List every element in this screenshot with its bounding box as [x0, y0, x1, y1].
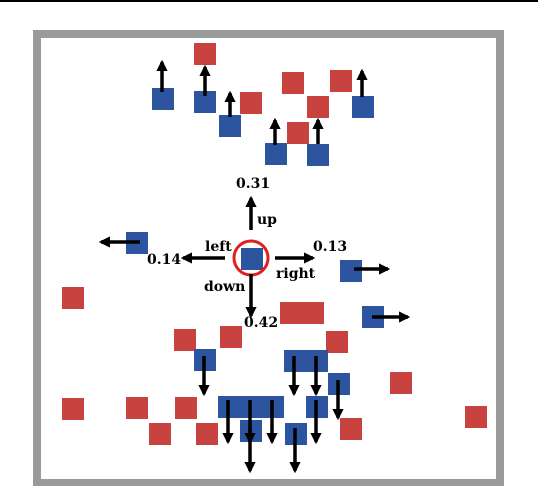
top-rule	[0, 0, 538, 2]
blue-agent	[265, 143, 287, 165]
red-agent	[220, 326, 242, 348]
red-agent	[465, 406, 487, 428]
red-agent	[240, 92, 262, 114]
blue-agent	[194, 91, 216, 113]
right-value: 0.13	[313, 239, 347, 255]
red-agent	[282, 72, 304, 94]
red-agent	[126, 397, 148, 419]
red-agent	[340, 418, 362, 440]
blue-agent	[307, 144, 329, 166]
focus-agent	[241, 248, 263, 270]
down-label: down	[204, 279, 245, 295]
red-agent	[307, 96, 329, 118]
red-agent	[287, 122, 309, 144]
up-label: up	[257, 212, 277, 228]
red-agent	[62, 287, 84, 309]
blue-agent	[152, 88, 174, 110]
left-value: 0.14	[147, 252, 181, 268]
red-agent	[174, 329, 196, 351]
red-agent	[390, 372, 412, 394]
red-agent	[280, 302, 302, 324]
agent-arrows	[98, 59, 411, 474]
red-agent	[194, 43, 216, 65]
blue-agent	[340, 260, 362, 282]
up-value: 0.31	[236, 176, 270, 192]
red-agent	[196, 423, 218, 445]
down-value: 0.42	[244, 315, 278, 331]
red-agent	[330, 70, 352, 92]
red-agent	[62, 398, 84, 420]
right-label: right	[276, 266, 316, 282]
red-agents	[62, 43, 487, 445]
red-agent	[302, 302, 324, 324]
red-agent	[326, 331, 348, 353]
blue-agent	[352, 96, 374, 118]
focus-agent-group: 0.31 up left 0.14 0.13 right down 0.42	[147, 176, 347, 331]
left-label: left	[205, 239, 232, 255]
red-agent	[149, 423, 171, 445]
blue-agent	[219, 115, 241, 137]
blue-agents	[126, 88, 384, 445]
red-agent	[175, 397, 197, 419]
arena-frame	[33, 30, 504, 486]
